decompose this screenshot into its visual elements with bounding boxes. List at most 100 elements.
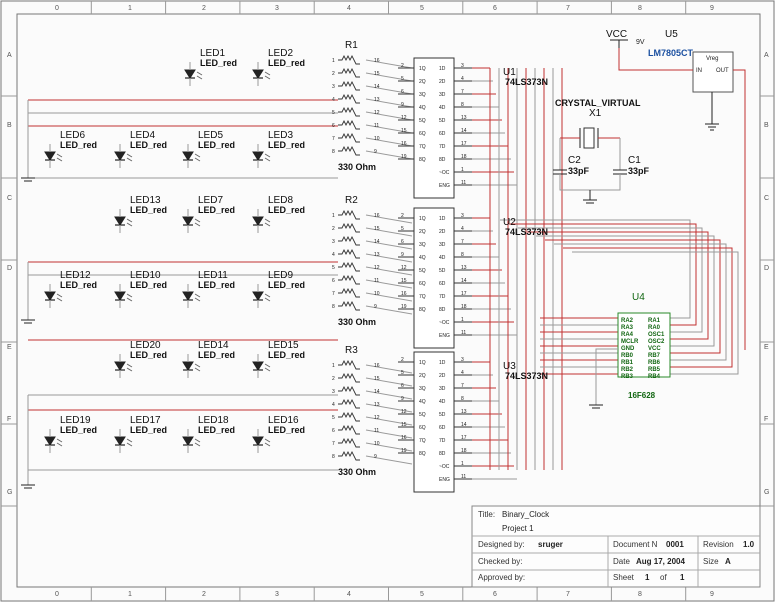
latch-right-pin-name: 7D <box>439 144 446 150</box>
mcu-left-pin: GND <box>621 346 635 352</box>
latch-left-pin-num: 12 <box>401 265 407 271</box>
resistor-element <box>338 248 360 259</box>
wires <box>21 59 739 489</box>
resistor-element <box>338 385 360 396</box>
led-emit-arrow-2 <box>194 157 201 162</box>
latch-left-pin-name: 4Q <box>419 255 426 261</box>
resistor-to-latch-wire <box>365 377 413 387</box>
led-diode-body <box>252 216 264 226</box>
mcu-right-wire <box>527 231 709 340</box>
latch-right-pin-name: 2D <box>439 79 446 85</box>
latch-right-pin-num: 7 <box>461 239 464 245</box>
led-value: LED_red <box>130 350 167 360</box>
resistor-pin-left: 5 <box>332 415 335 421</box>
latch-right-pin-name: 4D <box>439 399 446 405</box>
latch-right-pin-num: 18 <box>461 154 467 160</box>
led-value: LED_red <box>268 205 305 215</box>
latch-right-pin-num: 1 <box>461 167 464 173</box>
crystal-name: CRYSTAL_VIRTUAL <box>555 98 641 108</box>
latch-left-pin-num: 16 <box>401 141 407 147</box>
latch-left-pin-num: 19 <box>401 448 407 454</box>
tb-revision-label: Revision <box>703 540 734 549</box>
latch-left-pin-name: 2Q <box>419 79 426 85</box>
led-diode-body <box>252 151 264 161</box>
col-mark-bottom: 1 <box>128 591 132 598</box>
mcu-right-pin: RB4 <box>648 374 661 380</box>
led-ref: LED17 <box>130 415 161 426</box>
led-value: LED_red <box>200 58 237 68</box>
col-mark-top: 9 <box>710 5 714 12</box>
latch-right-pin-num: 3 <box>461 63 464 69</box>
led-value: LED_red <box>60 140 97 150</box>
latch-right-pin-name: 8D <box>439 157 446 163</box>
latch-part: 74LS373N <box>505 371 548 381</box>
led-diode-body <box>252 436 264 446</box>
led-emit-arrow-1 <box>56 293 63 298</box>
resistor-pin-right: 16 <box>374 213 380 219</box>
latch-left-pin-name: 1Q <box>419 360 426 366</box>
resistor-pin-right: 10 <box>374 441 380 447</box>
led-emit-arrow-2 <box>264 297 271 302</box>
mcu-right-pin: OSC1 <box>648 332 665 338</box>
tb-date-label: Date <box>613 557 630 566</box>
led-emit-arrow-1 <box>194 153 201 158</box>
power-section: VCC 9V U5 LM7805CT Vreg IN OUT <box>606 29 746 350</box>
led-diode-body <box>184 69 196 79</box>
resistor-ref: R1 <box>345 40 358 51</box>
mcu-right-wire <box>536 235 715 347</box>
row-mark-left: E <box>7 344 12 351</box>
row-mark-right: F <box>764 416 768 423</box>
latch-left-pin-name: 8Q <box>419 157 426 163</box>
led-value: LED_red <box>130 140 167 150</box>
latch-left-pin-name: 6Q <box>419 425 426 431</box>
resistor-pin-left: 6 <box>332 428 335 434</box>
led-ref: LED9 <box>268 270 293 281</box>
latch-right-pin-name: 6D <box>439 131 446 137</box>
led-diode-body <box>252 291 264 301</box>
latch-right-pin-num: 11 <box>461 330 466 336</box>
resistor-to-latch-wire <box>365 72 413 82</box>
led-diode-body <box>114 291 126 301</box>
latch-right-pin-num: 1 <box>461 317 464 323</box>
led-diode-body <box>252 69 264 79</box>
led-ref: LED5 <box>198 130 223 141</box>
latch-left-pin-name: 8Q <box>419 451 426 457</box>
latch-left-pin-num: 6 <box>401 239 404 245</box>
row-mark-left: B <box>7 122 12 129</box>
latch-right-pin-num: 8 <box>461 396 464 402</box>
latch-right-pin-num: 8 <box>461 252 464 258</box>
led-diode-body <box>182 216 194 226</box>
regulator-in: IN <box>696 68 702 74</box>
resistor-pin-left: 5 <box>332 265 335 271</box>
tb-designed: sruger <box>538 540 563 549</box>
led-emit-arrow-1 <box>194 363 201 368</box>
latch-right-pin-name: 6D <box>439 425 446 431</box>
tb-designed-label: Designed by: <box>478 540 525 549</box>
led-emit-arrow-2 <box>126 367 133 372</box>
row-mark-left: F <box>7 416 11 423</box>
latch-right-pin-name: 2D <box>439 229 446 235</box>
col-mark-top: 8 <box>638 5 642 12</box>
resistor-element <box>338 411 360 422</box>
crystal-body <box>583 127 595 149</box>
resistor-element <box>338 93 360 104</box>
resistor-pin-right: 13 <box>374 402 380 408</box>
resistor-element <box>338 261 360 272</box>
led-emit-arrow-1 <box>126 153 133 158</box>
col-mark-bottom: 7 <box>566 591 570 598</box>
latch-right-pin-name: 5D <box>439 412 446 418</box>
led-emit-arrow-2 <box>194 442 201 447</box>
row-mark-left: A <box>7 52 12 59</box>
led-emit-arrow-1 <box>264 153 271 158</box>
mcu-gnd-wire <box>595 348 618 405</box>
resistor-element <box>338 132 360 143</box>
led-ref: LED16 <box>268 415 299 426</box>
led-emit-arrow-1 <box>264 363 271 368</box>
resistor-pin-right: 12 <box>374 110 380 116</box>
